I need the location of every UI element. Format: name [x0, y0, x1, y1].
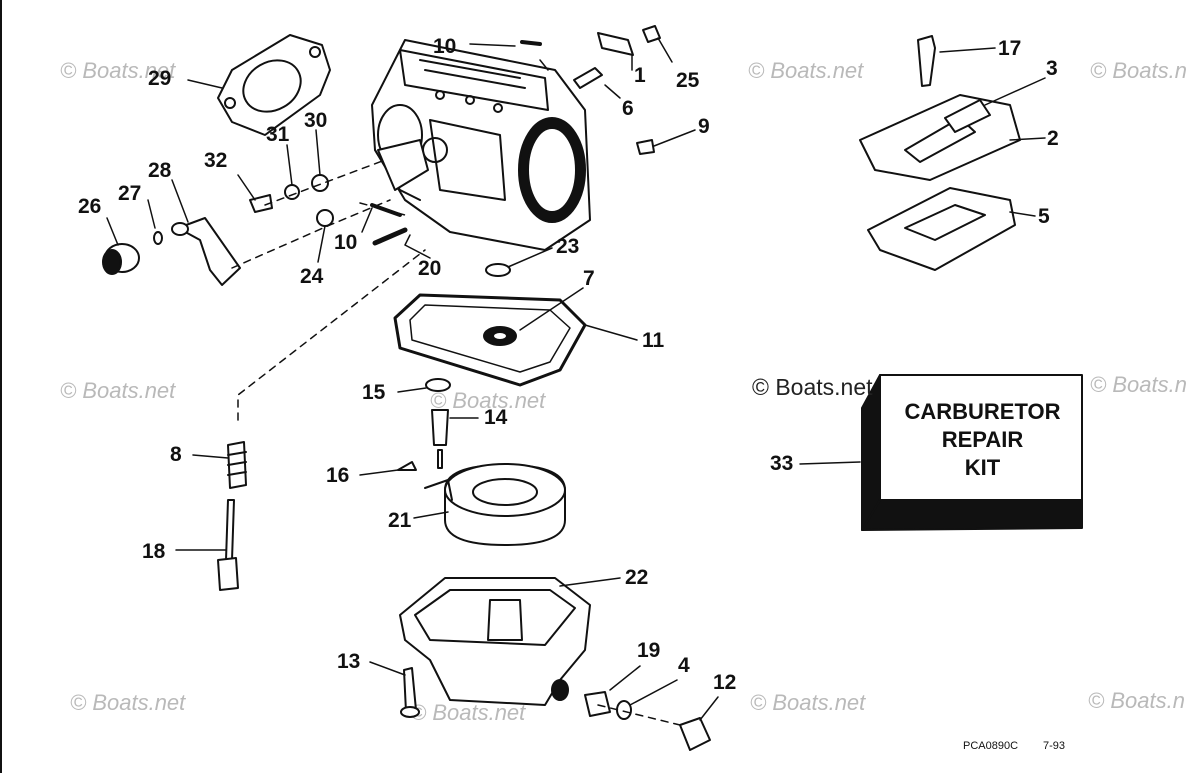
callout-29: 29 — [148, 67, 172, 90]
callout-20: 20 — [418, 257, 442, 280]
callout-18: 18 — [142, 540, 166, 563]
callout-24: 24 — [300, 265, 324, 288]
callout-26: 26 — [78, 195, 102, 218]
watermark: © Boats.net — [748, 58, 864, 83]
part-17-screw — [917, 35, 936, 87]
callout-8: 8 — [170, 443, 182, 466]
part-6-screw — [573, 67, 603, 89]
carburetor-body — [371, 39, 591, 251]
callout-3: 3 — [1046, 57, 1058, 80]
callout-30: 30 — [304, 109, 328, 132]
assembly-guide-lines — [231, 159, 681, 726]
part-23-plug — [485, 263, 511, 277]
part-27-washer — [153, 231, 163, 245]
part-9-plug — [636, 139, 655, 155]
part-12-screw — [679, 717, 711, 751]
callout-12: 12 — [713, 671, 737, 694]
callout-27: 27 — [118, 182, 142, 205]
callout-31: 31 — [266, 123, 290, 146]
watermark: © Boats.net — [60, 58, 176, 83]
callout-9: 9 — [698, 115, 710, 138]
callout-14: 14 — [484, 406, 508, 429]
callout-5: 5 — [1038, 205, 1050, 228]
callout-28: 28 — [148, 159, 172, 182]
part-30-nut — [311, 174, 329, 192]
throttle-lever-plate — [377, 139, 429, 191]
callout-16: 16 — [326, 464, 350, 487]
part-20-screw — [372, 227, 408, 246]
part-29-flange-gasket — [217, 34, 331, 136]
callout-2: 2 — [1047, 127, 1059, 150]
kit-box-line2: REPAIR — [941, 427, 1024, 452]
kit-box-label: CARBURETOR REPAIR KIT — [880, 398, 1085, 482]
part-28-lever — [177, 217, 241, 286]
part-32-screw — [249, 194, 273, 213]
part-14-seat — [431, 409, 449, 446]
kit-box-line1: CARBURETOR — [904, 399, 1061, 424]
part-22-float-bowl — [399, 577, 591, 706]
part-21-float — [424, 463, 566, 546]
callout-leader-lines — [106, 37, 1046, 721]
part-25-nut — [642, 25, 661, 43]
watermark: © Boats.net — [60, 378, 176, 403]
callout-33: 33 — [770, 452, 794, 475]
part-5-diaphragm — [867, 187, 1016, 271]
part-19-plug — [584, 691, 611, 717]
part-16-clip — [397, 461, 417, 471]
part-13-screw — [403, 667, 417, 713]
part-33-repair-kit-box — [861, 374, 1083, 531]
callout-32: 32 — [204, 149, 228, 172]
part-24-washer — [316, 209, 334, 227]
callout-23: 23 — [556, 235, 580, 258]
watermark: © Boats.net — [430, 388, 546, 413]
part-4-washer — [616, 700, 632, 720]
callout-6: 6 — [622, 97, 634, 120]
callout-4: 4 — [678, 654, 690, 677]
part-15-o-ring — [425, 378, 451, 392]
callout-10-lower: 10 — [334, 231, 358, 254]
callout-17: 17 — [998, 37, 1022, 60]
drawing-code: PCA0890C — [963, 740, 1019, 752]
watermark: © Boats.n — [1090, 372, 1187, 397]
callout-10-top: 10 — [433, 35, 457, 58]
part-31-washer — [284, 184, 300, 200]
callout-21: 21 — [388, 509, 412, 532]
watermark: © Boats.net — [410, 700, 526, 725]
part-18-needle — [225, 499, 235, 561]
callout-7: 7 — [583, 267, 595, 290]
callout-25: 25 — [676, 69, 700, 92]
callout-22: 22 — [625, 566, 649, 589]
part-1-plate — [597, 32, 634, 56]
watermark: © Boats.n — [1090, 58, 1187, 83]
part-26-roller — [102, 243, 140, 275]
kit-box-line3: KIT — [964, 455, 1001, 480]
callout-13: 13 — [337, 650, 361, 673]
callout-19: 19 — [637, 639, 661, 662]
left-border-line — [0, 0, 2, 773]
watermark: © Boats.net — [750, 690, 866, 715]
watermark-dark: © Boats.net — [752, 374, 873, 400]
part-11-bowl-gasket — [393, 293, 587, 387]
watermark: © Boats.n — [1088, 688, 1185, 713]
callout-11: 11 — [642, 329, 665, 352]
callout-1: 1 — [634, 64, 646, 87]
watermark: © Boats.net — [70, 690, 186, 715]
part-10-pin-top — [520, 40, 542, 46]
callout-15: 15 — [362, 381, 386, 404]
drawing-date: 7-93 — [1043, 740, 1066, 752]
